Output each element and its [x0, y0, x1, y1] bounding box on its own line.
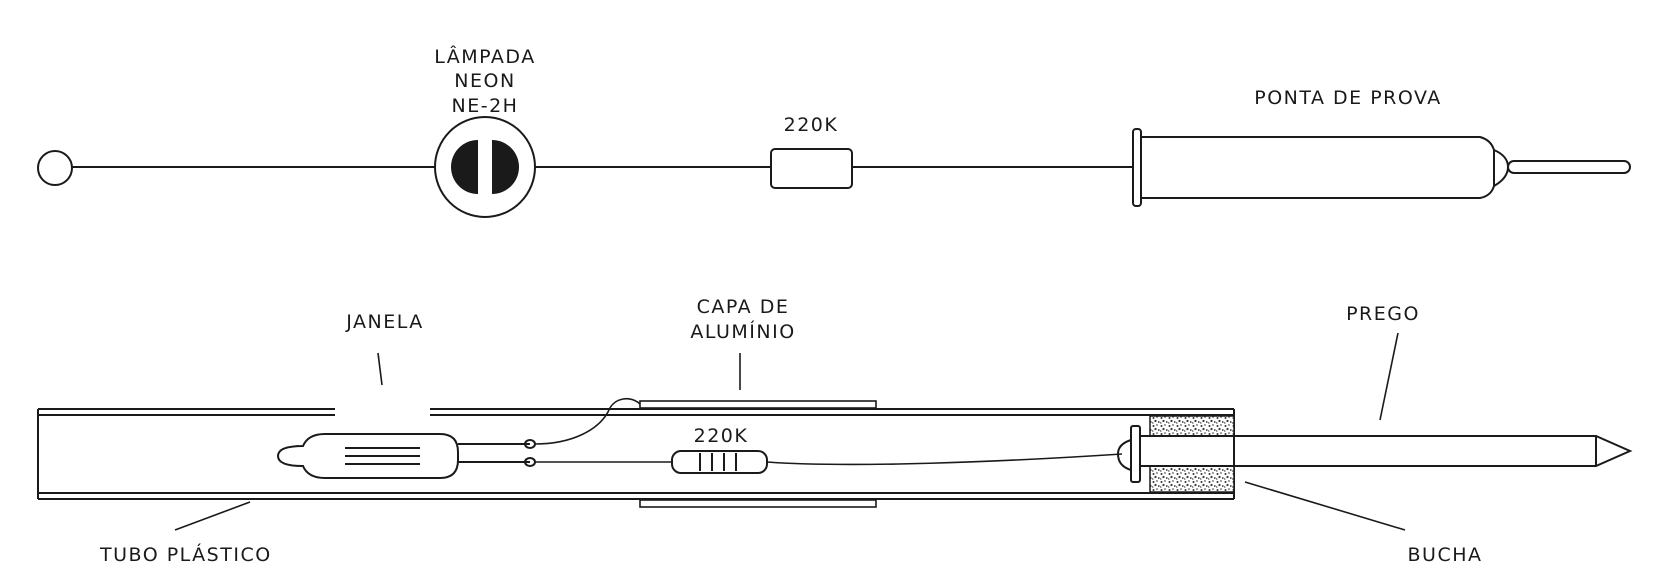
- neon-lamp-label-line1: LÂMPADA: [434, 45, 535, 68]
- nail-label: PREGO: [1346, 303, 1420, 325]
- nail-leader: [1379, 332, 1399, 421]
- bushing-leader: [1244, 481, 1406, 531]
- resistor-symbol: [770, 148, 853, 189]
- terminal-ring: [37, 150, 73, 186]
- assembly: JANELA CAPA DE ALUMÍNIO PREGO 220K TUBO …: [37, 296, 1633, 566]
- resistor-label-bottom: 220K: [694, 425, 749, 447]
- test-probe-symbol: [1132, 128, 1631, 207]
- neon-lamp-label-line3: NE-2H: [452, 95, 519, 117]
- cap-label-line2: ALUMÍNIO: [690, 320, 795, 343]
- neon-lamp-body: [276, 433, 536, 479]
- window-label: JANELA: [345, 311, 424, 333]
- bushing-bottom: [1149, 465, 1235, 493]
- cap-wire: [534, 397, 641, 445]
- window-leader: [377, 352, 383, 386]
- plastic-tube: [37, 408, 1235, 500]
- tube-label: TUBO PLÁSTICO: [99, 543, 272, 566]
- schematic: LÂMPADA NEON NE-2H 220K PONTA DE PROVA: [37, 45, 1631, 218]
- probe-label: PONTA DE PROVA: [1254, 87, 1442, 109]
- nail: [1116, 425, 1633, 483]
- aluminum-cap: [639, 400, 877, 508]
- cap-label-line1: CAPA DE: [697, 296, 790, 318]
- bushing-top: [1149, 415, 1235, 437]
- resistor-label-top: 220K: [784, 114, 839, 136]
- wire-to-nail: [766, 453, 1123, 466]
- tube-leader: [174, 501, 251, 531]
- bushing-label: BUCHA: [1408, 544, 1483, 566]
- neon-lamp-label-line2: NEON: [454, 70, 515, 92]
- neon-lamp-symbol: [434, 116, 536, 218]
- resistor-body: [671, 450, 768, 474]
